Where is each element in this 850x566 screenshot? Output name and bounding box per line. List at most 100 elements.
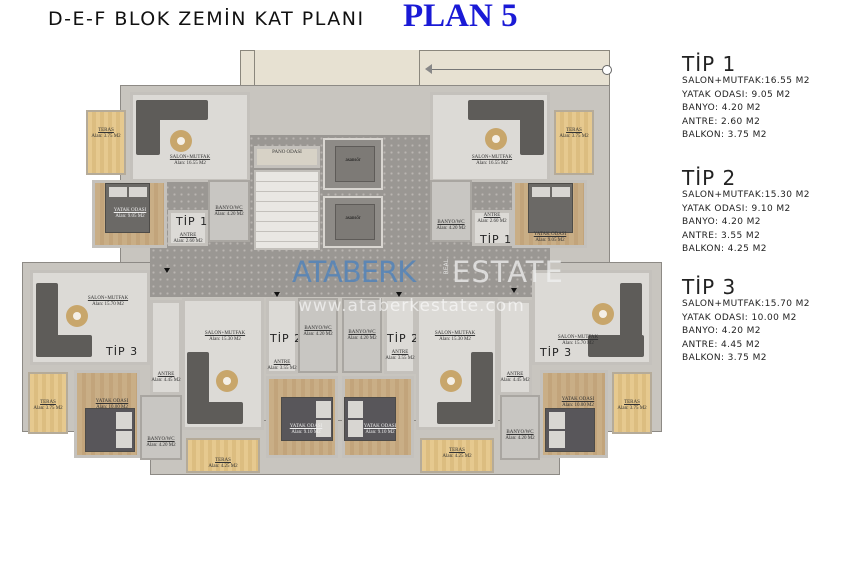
room-area: Alan: 3.75 M2 [91, 134, 121, 139]
room-name: ANTRE [391, 350, 409, 355]
room-name: TERAS [449, 448, 465, 453]
unit-tip2-left-antre [266, 298, 298, 374]
legend-row: ANTRE: 2.60 M2 [682, 116, 761, 127]
sofa-icon [437, 402, 493, 424]
legend-tip-3: TİP 3 SALON+MUTFAK:15.70 M2 YATAK ODASI:… [682, 276, 850, 366]
room-area: Alan: 15.30 M2 [209, 337, 241, 342]
room-area: Alan: 9.10 M2 [365, 430, 395, 435]
room-name: ANTRE [273, 360, 291, 365]
room-name: YATAK ODASI [95, 399, 129, 404]
room-area: Alan: 3.55 M2 [267, 366, 297, 371]
sofa-icon [588, 335, 644, 357]
unit-tip-label: TİP 2 [270, 332, 303, 345]
room-name: SALON+MUTFAK [557, 335, 599, 340]
legend-tip-title: TİP 3 [682, 275, 737, 299]
room-area: Alan: 4.20 M2 [303, 332, 333, 337]
unit-tip3-left-terrace [28, 372, 68, 434]
unit-tip1-left-bathroom [208, 180, 250, 242]
pano-room-label: PANO ODASI [272, 150, 302, 155]
room-area: Alan: 10.00 M2 [96, 405, 128, 410]
unit-tip3-right-terrace [612, 372, 652, 434]
unit-tip3-left-bathroom [140, 395, 182, 460]
legend-row: ANTRE: 4.45 M2 [682, 339, 761, 350]
unit-tip-label: TİP 1 [480, 233, 513, 246]
sofa-icon [36, 335, 92, 357]
room-name: SALON+MUTFAK [471, 155, 513, 160]
entrance-circle-marker [602, 65, 612, 75]
legend-row: YATAK ODASI: 9.10 M2 [682, 203, 791, 214]
elevator-1-label: asansör [345, 158, 361, 163]
elevator-2 [323, 196, 383, 248]
room-area: Alan: 4.20 M2 [347, 336, 377, 341]
sofa-icon [187, 402, 243, 424]
room-area: Alan: 15.70 M2 [562, 341, 594, 346]
legend-tip-2: TİP 2 SALON+MUTFAK:15.30 M2 YATAK ODASI:… [682, 167, 850, 257]
room-name: TERAS [566, 128, 582, 133]
legend-tip-1: TİP 1 SALON+MUTFAK:16.55 M2 YATAK ODASI:… [682, 53, 850, 143]
room-area: Alan: 4.45 M2 [500, 378, 530, 383]
room-area: Alan: 3.75 M2 [33, 406, 63, 411]
room-area: Alan: 9.05 M2 [115, 214, 145, 219]
room-name: ANTRE [483, 213, 501, 218]
door-arrow-icon [511, 288, 517, 293]
room-name: ANTRE [179, 233, 197, 238]
room-area: Alan: 16.55 M2 [174, 161, 206, 166]
door-arrow-icon [164, 268, 170, 273]
room-area: Alan: 3.55 M2 [385, 356, 415, 361]
unit-tip2-left-terrace [186, 438, 260, 473]
entrance-triangle-marker [425, 64, 432, 74]
plan-title: D-E-F BLOK ZEMİN KAT PLANI [48, 8, 365, 30]
room-name: YATAK ODASI [113, 208, 147, 213]
room-area: Alan: 4.20 M2 [146, 443, 176, 448]
bed-icon [528, 183, 573, 233]
unit-tip1-right-bathroom [430, 180, 472, 242]
staircase [254, 170, 320, 250]
bed-icon [545, 408, 595, 452]
legend-tip-title: TİP 1 [682, 52, 737, 76]
bed-icon [344, 397, 396, 441]
room-name: ANTRE [506, 372, 524, 377]
room-name: YATAK ODASI [363, 424, 397, 429]
unit-tip-label: TİP 1 [176, 215, 209, 228]
legend-row: YATAK ODASI: 9.05 M2 [682, 89, 791, 100]
room-name: SALON+MUTFAK [169, 155, 211, 160]
room-area: Alan: 9.10 M2 [291, 430, 321, 435]
coffee-table-icon [66, 305, 88, 327]
room-name: SALON+MUTFAK [87, 296, 129, 301]
room-name: BANYO/WC [437, 220, 465, 225]
door-arrow-icon [274, 292, 280, 297]
legend-row: YATAK ODASI: 10.00 M2 [682, 312, 797, 323]
room-name: TERAS [624, 400, 640, 405]
unit-tip2-right-antre [384, 298, 416, 374]
unit-tip3-left-antre [150, 300, 182, 395]
legend-row: ANTRE: 3.55 M2 [682, 230, 761, 241]
room-name: SALON+MUTFAK [434, 331, 476, 336]
floor-plan: BİNA GİRİŞİ PANO ODASI asansör asansör S… [22, 50, 662, 475]
watermark-url: www.ataberkestate.com [298, 296, 525, 316]
room-name: YATAK ODASI [561, 397, 595, 402]
room-name: BANYO/WC [147, 437, 175, 442]
